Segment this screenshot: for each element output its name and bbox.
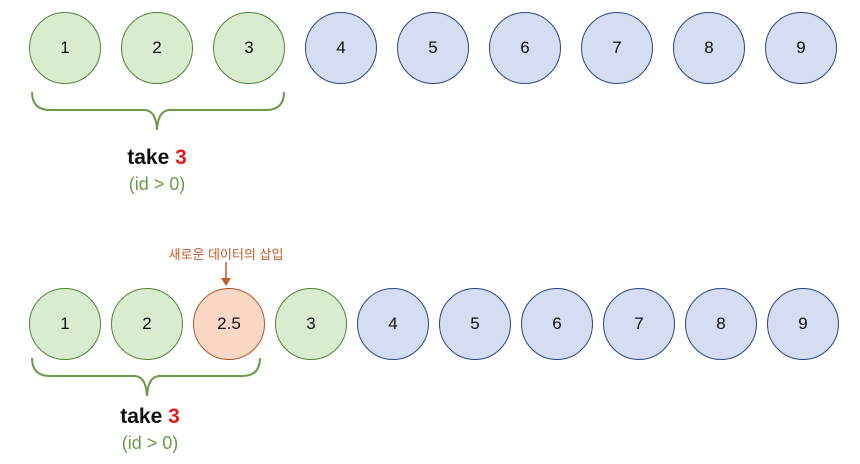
row1-circle-4: 4 xyxy=(305,12,377,84)
row2-circle-2-5: 2.5 xyxy=(193,288,265,360)
row1-circle-5: 5 xyxy=(397,12,469,84)
row1-circle-7: 7 xyxy=(581,12,653,84)
row1-circle-9: 9 xyxy=(765,12,837,84)
row2-circle-6: 6 xyxy=(521,288,593,360)
row2-circle-2: 2 xyxy=(111,288,183,360)
row2-take-count: 3 xyxy=(168,405,180,428)
row2-circle-5: 5 xyxy=(439,288,511,360)
row2-circle-9: 9 xyxy=(767,288,839,360)
row2-take-word: take xyxy=(120,405,163,428)
row2-circle-7: 7 xyxy=(603,288,675,360)
insert-note: 새로운 데이터의 삽입 xyxy=(168,247,284,262)
row1-circle-8: 8 xyxy=(673,12,745,84)
row2-condition: (id > 0) xyxy=(121,433,179,453)
row2-circle-1: 1 xyxy=(29,288,101,360)
row1-circle-3: 3 xyxy=(213,12,285,84)
row2-take-label: take 3 xyxy=(70,405,230,429)
row1-take-label: take 3 xyxy=(77,146,237,170)
row1-circle-2: 2 xyxy=(121,12,193,84)
row1-circle-6: 6 xyxy=(489,12,561,84)
row2-circle-3: 3 xyxy=(275,288,347,360)
row1-circle-1: 1 xyxy=(29,12,101,84)
row2-circle-8: 8 xyxy=(685,288,757,360)
row1-condition: (id > 0) xyxy=(128,174,186,194)
row1-take-count: 3 xyxy=(175,146,187,169)
row2-circle-4: 4 xyxy=(357,288,429,360)
row1-take-word: take xyxy=(127,146,170,169)
